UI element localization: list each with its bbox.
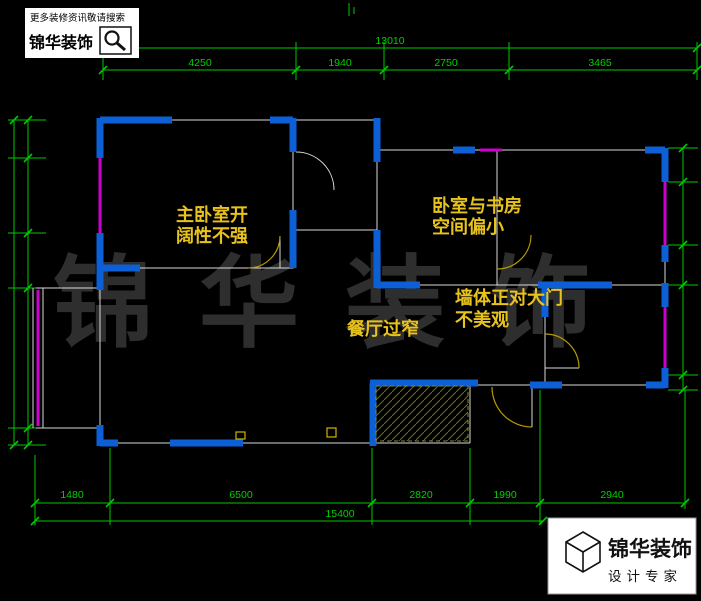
annotation-study-line1: 卧室与书房 (432, 195, 522, 216)
footer-subtitle: 设计专家 (608, 568, 682, 584)
footer-brand: 锦华装饰 (608, 537, 692, 561)
footer-logo-panel (547, 517, 697, 595)
bottom-dimension-segments: 1480 6500 2820 1990 2940 (30, 489, 690, 508)
header-brand: 锦华装饰 (29, 33, 93, 52)
annotation-entry-wall-line1: 墙体正对大门 (455, 287, 563, 308)
footer-logo: 锦华装饰 设计专家 (547, 517, 697, 595)
windows (36, 148, 667, 426)
annotation-master-line1: 主卧室开 (176, 204, 248, 225)
annotation-entry-wall-line2: 不美观 (455, 309, 509, 330)
header-slogan: 更多装修资讯敬请搜索 (30, 12, 125, 24)
bottom-dimension-witness-lines (34, 390, 686, 525)
dimension-label: 15400 (325, 508, 354, 520)
dimension-label: 4250 (188, 57, 212, 69)
balcony-hatch (375, 385, 469, 442)
annotations: 主卧室开 阔性不强 卧室与书房 空间偏小 墙体正对大门 不美观 餐厅过窄 (176, 195, 563, 339)
dimension-label: 2750 (434, 57, 458, 69)
dimension-label: 3465 (588, 57, 612, 69)
dimension-label: 2940 (600, 489, 624, 501)
top-tick-mark (348, 3, 355, 16)
bottom-dimension-total: 15400 (30, 508, 548, 526)
right-dimension-lines (668, 143, 698, 395)
doors (247, 234, 580, 428)
dimension-label: 6500 (229, 489, 253, 501)
header-logo-panel (25, 8, 139, 58)
dimension-label: 13010 (375, 35, 404, 47)
dimension-label: 1990 (493, 489, 517, 501)
dimension-label: 1940 (328, 57, 352, 69)
cube-icon (565, 531, 601, 573)
top-dimension-segments: 4250 1940 2750 3465 (98, 57, 701, 75)
header-logo: 更多装修资讯敬请搜索 锦华装饰 (25, 8, 139, 58)
magnifier-icon (99, 26, 132, 55)
fixture-symbols (235, 427, 337, 440)
thin-walls (32, 119, 666, 444)
dimension-label: 2820 (409, 489, 433, 501)
annotation-master-line2: 阔性不强 (176, 225, 248, 246)
annotation-study-line2: 空间偏小 (432, 216, 504, 237)
blue-walls (96, 116, 669, 447)
dimension-label: 1480 (60, 489, 84, 501)
watermark-text: 锦华装饰 (53, 248, 637, 360)
annotation-dining: 餐厅过窄 (346, 318, 419, 339)
